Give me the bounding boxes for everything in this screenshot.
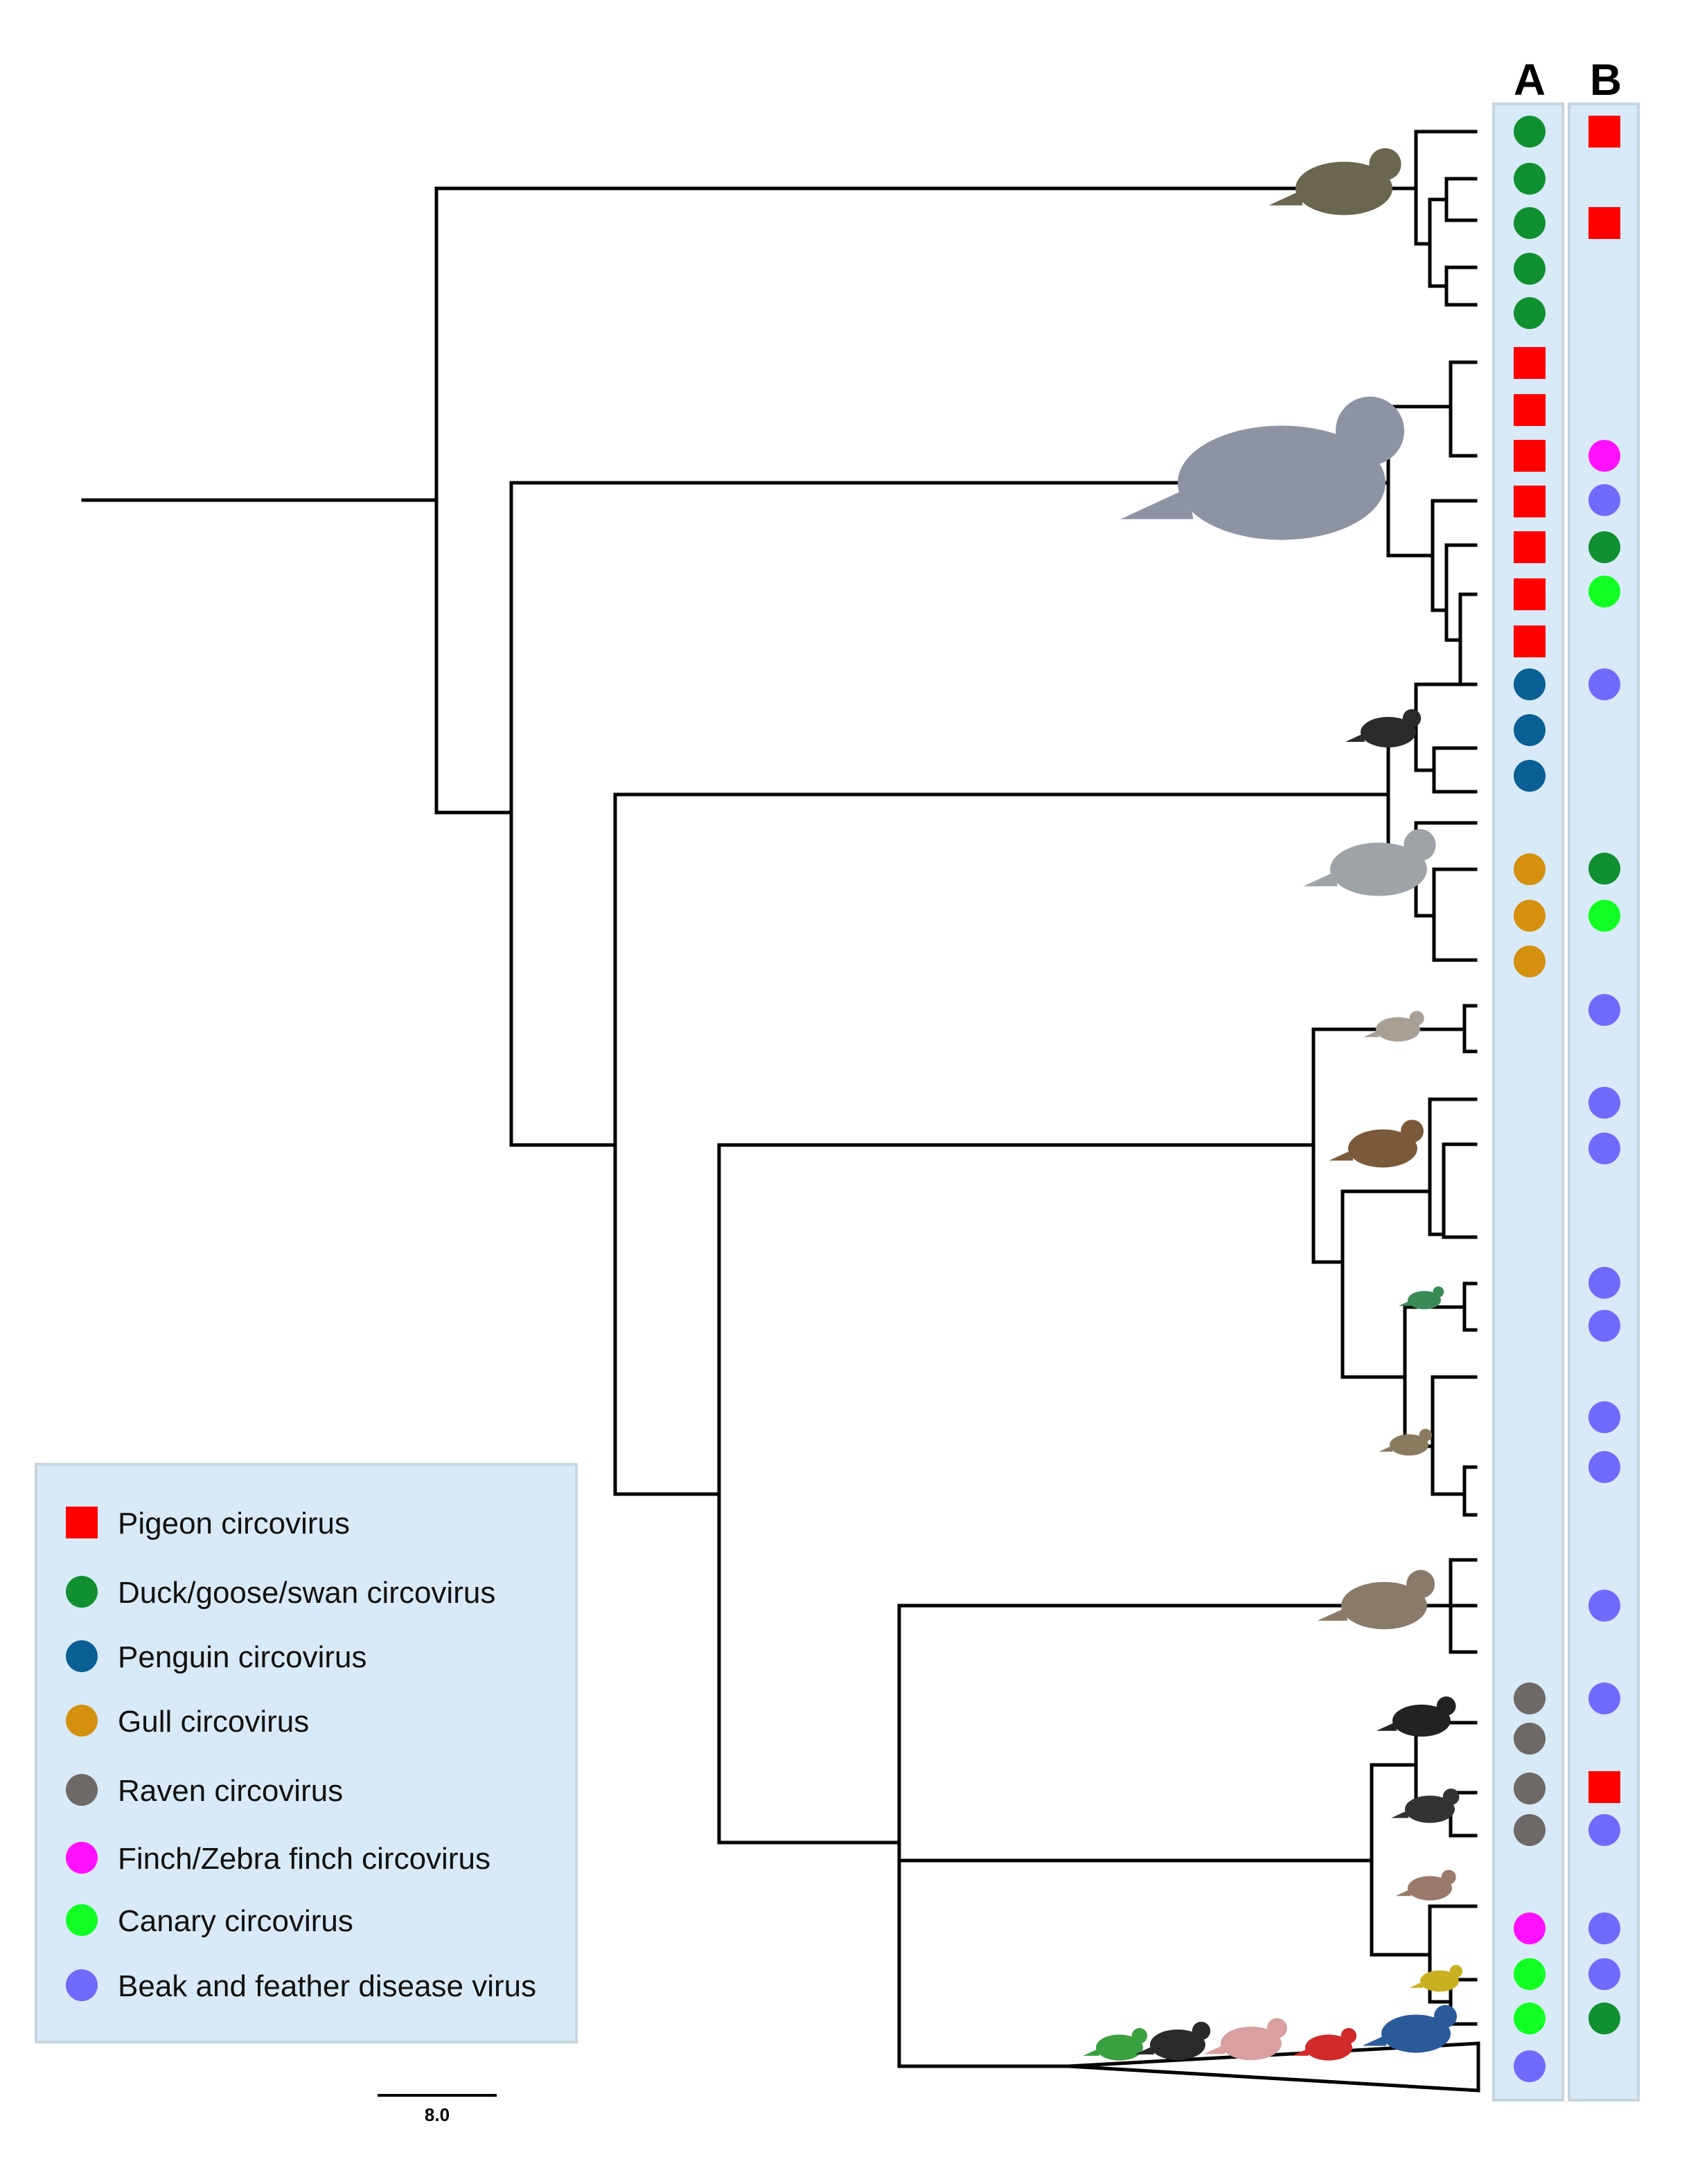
legend-label-penguin: Penguin circovirus — [118, 1640, 367, 1674]
column-b-marker-canary — [1588, 576, 1620, 607]
column-a-marker-duck — [1514, 207, 1546, 239]
column-b-marker-bfdv — [1588, 1683, 1620, 1714]
legend-symbol-canary — [66, 1904, 98, 1936]
legend-label-gull: Gull circovirus — [118, 1705, 309, 1739]
column-a-marker-penguin — [1514, 668, 1546, 700]
legend-box — [35, 1463, 578, 2043]
column-b-marker-canary — [1588, 900, 1620, 932]
scale-bar-label: 8.0 — [425, 2104, 450, 2125]
legend-label-bfdv: Beak and feather disease virus — [118, 1969, 536, 2003]
column-a-marker-penguin — [1514, 714, 1546, 746]
column-b-marker-duck — [1588, 2003, 1620, 2034]
legend-symbol-raven — [66, 1774, 98, 1806]
column-b-marker-bfdv — [1588, 1310, 1620, 1342]
legend-symbol-duck — [66, 1576, 98, 1608]
column-b-marker-bfdv — [1588, 668, 1620, 700]
column-a-marker-raven — [1514, 1683, 1546, 1714]
column-b-marker-bfdv — [1588, 1267, 1620, 1299]
mallard-duck-icon — [1268, 148, 1401, 215]
magpie-icon — [1376, 1696, 1456, 1737]
column-a-marker-pigeon — [1514, 531, 1546, 563]
legend-symbol-penguin — [66, 1640, 98, 1672]
column-b-marker-bfdv — [1588, 484, 1620, 516]
column-a-marker-gull — [1514, 945, 1546, 977]
column-a-marker-raven — [1514, 1773, 1546, 1804]
column-a-markers — [1514, 116, 1546, 2082]
column-a-marker-raven — [1514, 1814, 1546, 1846]
column-b-markers — [1588, 116, 1620, 2034]
column-a-marker-pigeon — [1514, 440, 1546, 472]
column-b-marker-bfdv — [1588, 1814, 1620, 1846]
column-a-marker-duck — [1514, 116, 1546, 148]
column-a-marker-pigeon — [1514, 486, 1546, 517]
column-a-marker-duck — [1514, 163, 1546, 195]
legend-symbol-gull — [66, 1705, 98, 1737]
king-penguin-icon — [1345, 709, 1422, 747]
column-b-marker-pigeon — [1588, 116, 1620, 148]
column-a-marker-penguin — [1514, 760, 1546, 792]
column-b-marker-duck — [1588, 531, 1620, 563]
column-a-marker-pigeon — [1514, 347, 1546, 379]
rock-pigeon-icon — [1120, 396, 1404, 540]
magpie-lark-icon — [1391, 1788, 1460, 1823]
column-b-marker-bfdv — [1588, 1087, 1620, 1119]
column-b-marker-duck — [1588, 853, 1620, 885]
rosella-icon — [1292, 2027, 1357, 2061]
column-b-marker-bfdv — [1588, 1590, 1620, 1622]
column-a-marker-pigeon — [1514, 394, 1546, 426]
column-b-marker-pigeon — [1588, 207, 1620, 239]
black-cockatoo-icon — [1135, 2021, 1211, 2060]
canary-icon — [1409, 1964, 1463, 1992]
column-a-header: A — [1514, 55, 1546, 105]
column-a-marker-duck — [1514, 253, 1546, 285]
column-a-marker-pigeon — [1514, 578, 1546, 610]
column-b-header: B — [1590, 55, 1622, 105]
legend-symbol-bfdv — [66, 1969, 98, 2001]
column-b-marker-bfdv — [1588, 1912, 1620, 1944]
bee-eater-icon — [1398, 1286, 1444, 1310]
column-a-marker-finch — [1514, 1912, 1546, 1944]
lorikeet-icon — [1362, 2005, 1457, 2053]
column-a-marker-gull — [1514, 900, 1546, 932]
legend-label-canary: Canary circovirus — [118, 1904, 353, 1938]
column-b-marker-bfdv — [1588, 1401, 1620, 1433]
budgerigar-icon — [1083, 2027, 1148, 2061]
column-a-marker-duck — [1514, 297, 1546, 329]
column-b-marker-bfdv — [1588, 994, 1620, 1026]
bird-icons — [1083, 148, 1463, 2061]
column-a-marker-canary — [1514, 2003, 1546, 2034]
column-b-marker-bfdv — [1588, 1451, 1620, 1483]
legend-label-raven: Raven circovirus — [118, 1774, 343, 1808]
column-a-panel — [1492, 103, 1564, 2102]
galah-icon — [1203, 2018, 1287, 2061]
column-a-marker-gull — [1514, 853, 1546, 885]
column-b-marker-pigeon — [1588, 1771, 1620, 1803]
herring-gull-icon — [1303, 828, 1436, 896]
falcon-icon — [1317, 1570, 1435, 1630]
owl-icon — [1363, 1011, 1424, 1042]
column-a-marker-bfdv — [1514, 2050, 1546, 2082]
legend-symbol-finch — [66, 1842, 98, 1874]
column-a-marker-canary — [1514, 1958, 1546, 1990]
column-b-marker-bfdv — [1588, 1958, 1620, 1990]
hawk-icon — [1329, 1119, 1424, 1168]
column-a-marker-pigeon — [1514, 625, 1546, 657]
zebra-finch-icon — [1395, 1870, 1456, 1901]
column-b-marker-bfdv — [1588, 1133, 1620, 1164]
legend-label-pigeon: Pigeon circovirus — [118, 1507, 350, 1541]
legend-label-finch: Finch/Zebra finch circovirus — [118, 1842, 490, 1876]
legend-symbol-pigeon — [66, 1507, 98, 1538]
column-b-marker-finch — [1588, 440, 1620, 472]
legend-label-duck: Duck/goose/swan circovirus — [118, 1576, 495, 1610]
column-a-marker-raven — [1514, 1723, 1546, 1755]
